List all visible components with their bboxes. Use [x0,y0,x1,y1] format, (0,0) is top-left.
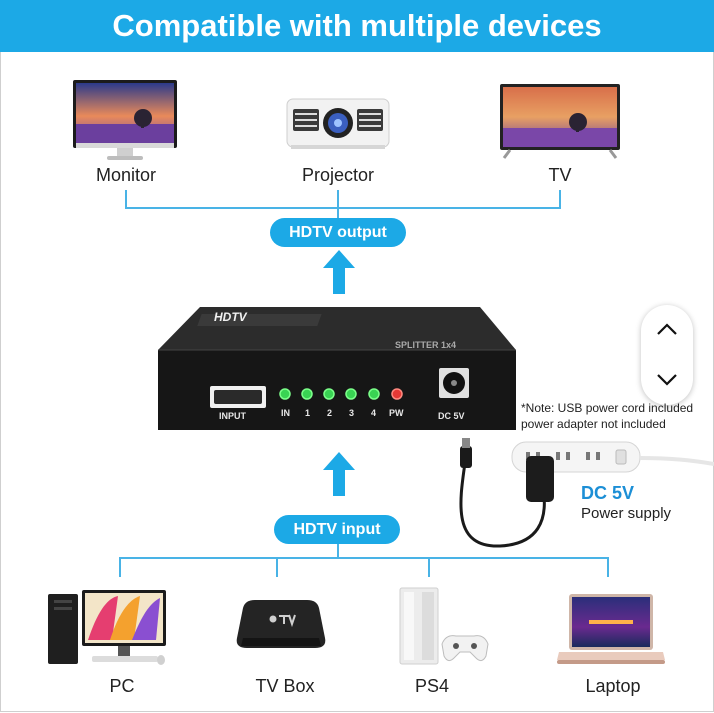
tv-icon [500,84,620,159]
input-bracket-ps4 [428,557,430,577]
led-label-3: 3 [349,408,355,418]
power-note-line2: power adapter not included [521,417,666,431]
output-bracket-right [559,190,561,209]
splitter-logo: HDTV [214,310,247,324]
output-label-projector: Projector [301,165,375,185]
led-label-1: 1 [305,408,311,418]
led-label-in: IN [281,408,290,418]
up-arrow-icon [323,452,355,496]
output-label-monitor: Monitor [95,165,157,185]
led-label-4: 4 [371,408,377,418]
power-subtitle: Power supply [581,505,672,522]
power-strip-icon [459,438,714,548]
pc-icon [48,590,166,665]
hdtv-output-pill: HDTV output [270,218,406,247]
input-port-label: INPUT [219,411,246,421]
output-label-tv: TV [548,165,572,185]
output-bracket-mid [337,190,339,220]
page-title: Compatible with multiple devices [112,8,602,43]
output-bracket-left [125,190,127,209]
power-title: DC 5V [581,483,635,503]
input-label-tv-box: TV Box [255,676,315,696]
projector-icon [286,98,390,149]
monitor-icon [73,80,177,160]
splitter-model: SPLITTER 1x4 [395,340,457,350]
laptop-icon [557,594,665,664]
input-label-ps4: PS4 [414,676,450,696]
input-bracket-laptop [607,557,609,577]
tv-box-icon [236,600,326,648]
scroll-control [641,305,693,405]
chevron-up-icon[interactable] [656,322,678,336]
led-label-2: 2 [327,408,333,418]
input-bracket-line [119,557,609,559]
input-label-pc: PC [109,676,135,696]
input-bracket-pc [119,557,121,577]
up-arrow-icon [323,250,355,294]
ps4-icon [399,587,489,665]
output-bracket-line [125,207,561,209]
power-note: *Note: USB power cord included power ada… [521,400,693,432]
hdtv-input-pill: HDTV input [274,515,400,544]
power-note-line1: *Note: USB power cord included [521,401,694,415]
dc-port-label: DC 5V [438,411,465,421]
hdmi-splitter-device [158,307,516,430]
led-label-pw: PW [389,408,404,418]
input-bracket-mid [337,544,339,558]
input-label-laptop: Laptop [585,676,641,696]
chevron-down-icon[interactable] [656,373,678,387]
input-bracket-tvbox [276,557,278,577]
title-banner: Compatible with multiple devices [0,0,714,52]
